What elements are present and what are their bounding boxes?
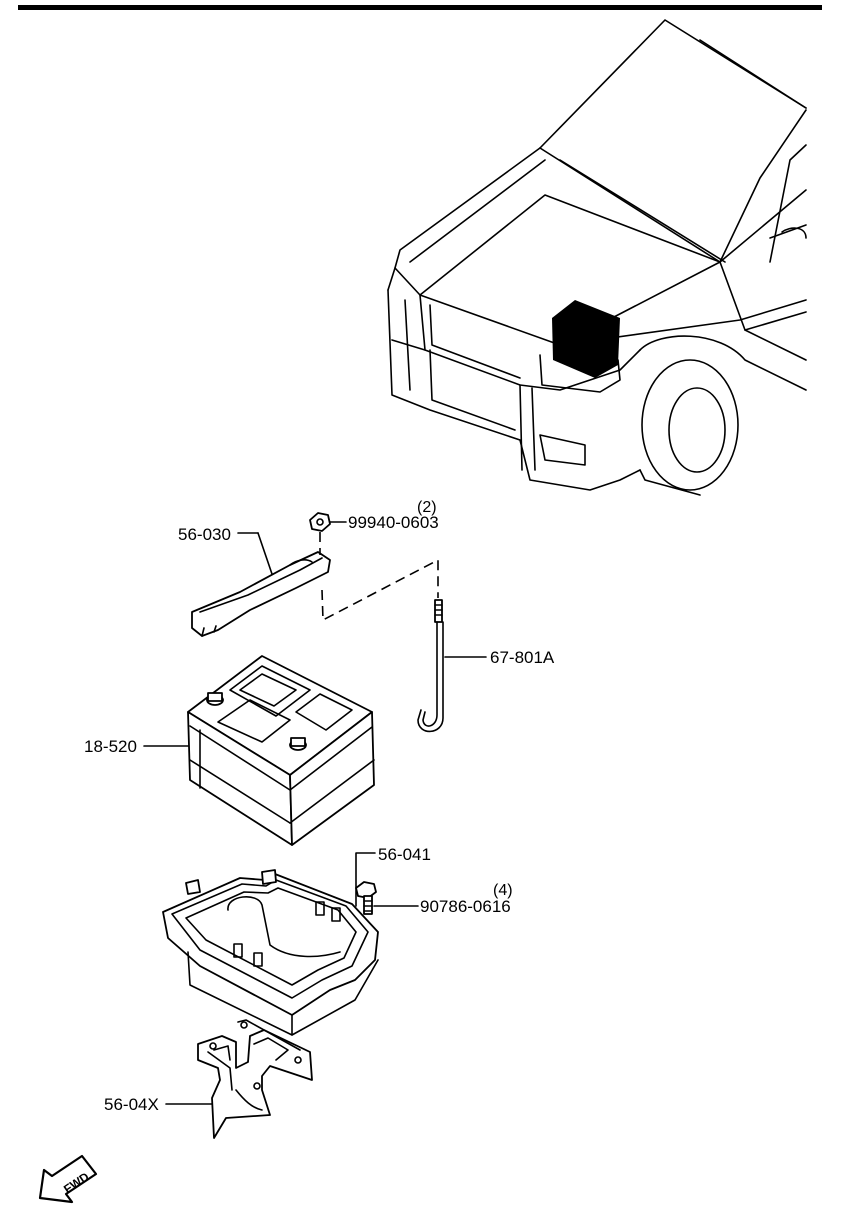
battery-location-highlight <box>552 300 620 378</box>
hold-down-rod <box>417 599 444 733</box>
nut-icon <box>309 512 331 532</box>
battery-tray <box>162 869 379 1036</box>
assembly-guide-rod <box>321 558 439 622</box>
label-56-041: 56-041 <box>378 845 431 864</box>
top-rule <box>18 5 822 10</box>
vehicle-illustration <box>387 19 807 496</box>
label-99940-0603: 99940-0603 <box>348 513 439 532</box>
label-67-801A: 67-801A <box>490 648 555 667</box>
forward-arrow-icon: FWD <box>38 1154 98 1204</box>
label-56-04X: 56-04X <box>104 1095 159 1114</box>
label-90786-0616: 90786-0616 <box>420 897 511 916</box>
label-18-520: 18-520 <box>84 737 137 756</box>
fwd-label: FWD <box>61 1169 92 1196</box>
bolt-icon <box>355 881 377 915</box>
qty-99940-0603: (2) <box>417 499 437 516</box>
label-56-030: 56-030 <box>178 525 231 544</box>
qty-90786-0616: (4) <box>493 882 513 899</box>
battery <box>187 655 375 846</box>
tray-support <box>197 1019 313 1139</box>
bracket-hold-down <box>191 551 331 637</box>
